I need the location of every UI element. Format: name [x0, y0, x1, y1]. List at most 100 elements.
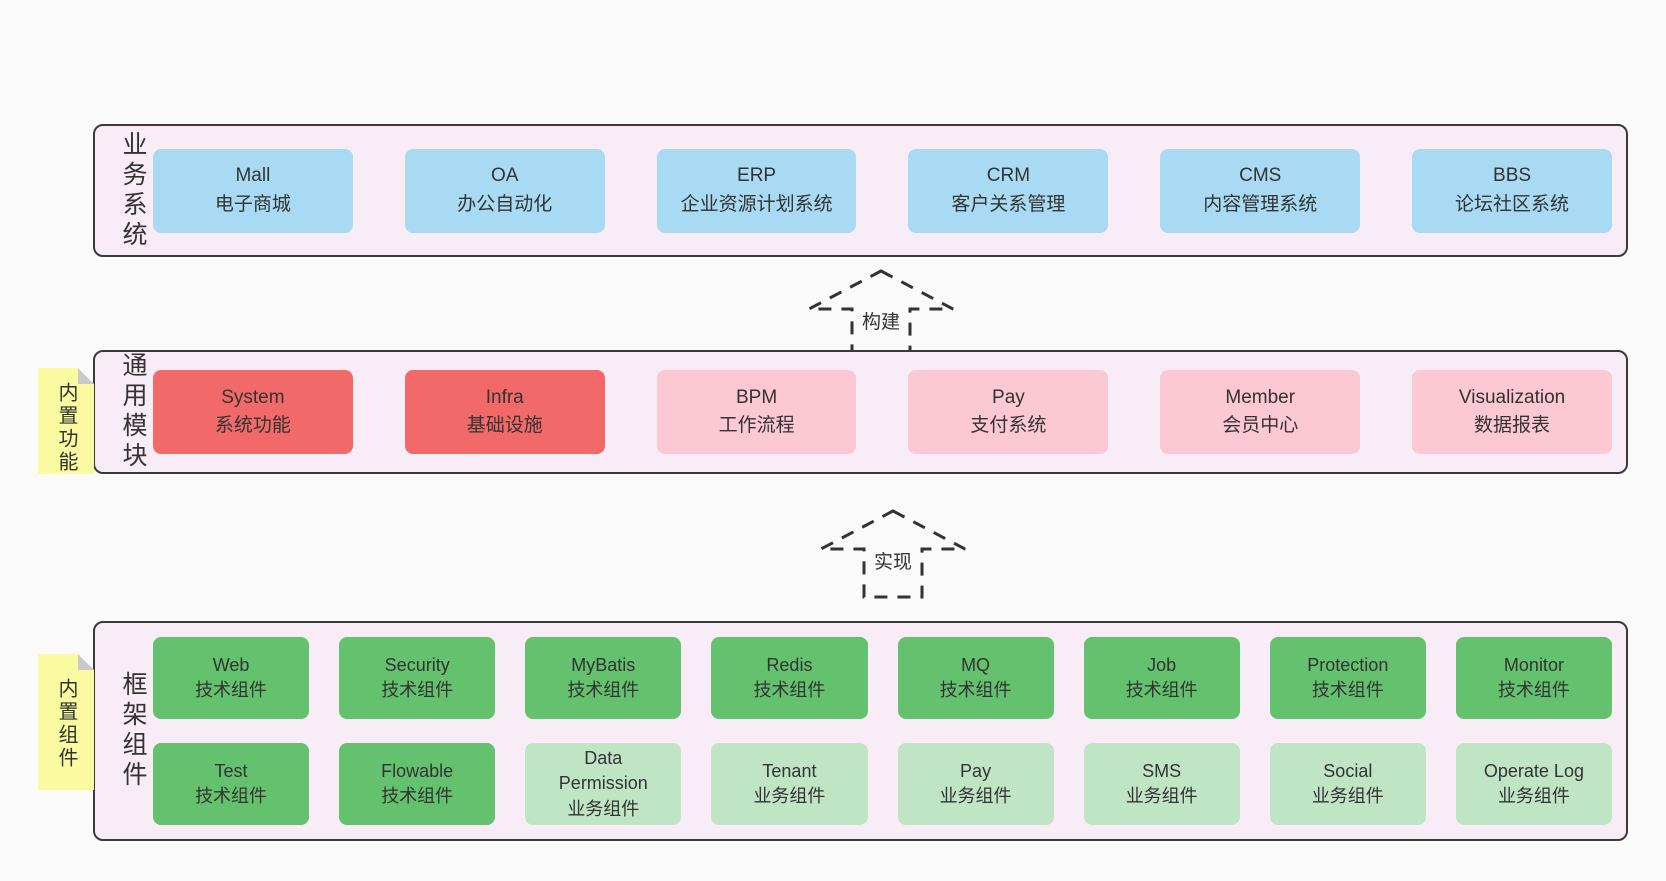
box-subtitle: 技术组件	[381, 680, 454, 700]
box-title: Flowable	[381, 760, 454, 781]
box-infra: Infra 基础设施	[404, 370, 605, 454]
box-job: Job 技术组件	[1083, 637, 1240, 719]
box-subtitle: 技术组件	[753, 680, 826, 700]
box-monitor: Monitor 技术组件	[1455, 637, 1612, 719]
box-bpm: BPM 工作流程	[656, 370, 857, 454]
box-title: Pay	[992, 386, 1025, 408]
box-title: Social	[1323, 760, 1373, 781]
box-erp: ERP 企业资源计划系统	[656, 148, 857, 233]
box-subtitle: 业务组件	[567, 798, 640, 819]
box-title: MQ	[961, 654, 991, 675]
box-title: SMS	[1142, 760, 1182, 781]
box-sms: SMS 业务组件	[1083, 743, 1240, 825]
box-system: System 系统功能	[153, 370, 353, 454]
box-title: Member	[1225, 386, 1296, 408]
box-oa: OA 办公自动化	[404, 148, 605, 233]
box-title: Web	[212, 654, 250, 675]
box-title: Job	[1147, 654, 1177, 675]
box-subtitle: 技术组件	[195, 786, 268, 806]
box-social: Social 业务组件	[1269, 743, 1426, 825]
box-mq: MQ 技术组件	[897, 637, 1054, 719]
box-subtitle: 业务组件	[753, 786, 826, 806]
box-mall: Mall 电子商城	[153, 148, 353, 233]
box-member: Member 会员中心	[1160, 370, 1361, 454]
box-crm: CRM 客户关系管理	[908, 148, 1109, 233]
business-box-row: Mall 电子商城 OA 办公自动化 ERP 企业资源计划系统 CRM 客户关系…	[145, 148, 1626, 233]
note-text: 内置功能	[55, 382, 77, 474]
box-subtitle: 客户关系管理	[951, 193, 1066, 215]
arrow-implement-label: 实现	[869, 546, 917, 575]
box-subtitle: 技术组件	[1125, 680, 1198, 700]
box-subtitle: 业务组件	[939, 786, 1012, 806]
box-title: System	[221, 386, 285, 408]
layer-framework-components: 框架组件 Web 技术组件 Security 技术组件 MyBatis 技术组件…	[93, 621, 1628, 841]
box-pay-module: Pay 支付系统	[908, 370, 1109, 454]
box-title: BPM	[735, 386, 778, 408]
box-pay-component: Pay 业务组件	[897, 743, 1054, 825]
box-security: Security 技术组件	[339, 637, 496, 719]
box-protection: Protection 技术组件	[1269, 637, 1426, 719]
box-title: Infra	[485, 386, 524, 408]
box-subtitle: 技术组件	[195, 680, 268, 700]
layer-common-modules: 通用模块 System 系统功能 Infra 基础设施 BPM 工作流程 Pay…	[93, 350, 1628, 474]
box-title: BBS	[1493, 165, 1532, 186]
note-text: 内置组件	[55, 678, 77, 770]
box-title: Security	[384, 654, 450, 675]
box-subtitle: 业务组件	[1311, 786, 1384, 806]
box-title: CRM	[986, 165, 1031, 186]
box-title: Redis	[766, 654, 813, 675]
box-mybatis: MyBatis 技术组件	[525, 637, 682, 719]
note-builtin-features: 内置功能	[38, 368, 94, 474]
arrow-implement: 实现	[818, 508, 968, 600]
box-title: OA	[491, 165, 519, 186]
box-title: CMS	[1239, 165, 1282, 186]
box-title: Monitor	[1503, 654, 1564, 675]
box-redis: Redis 技术组件	[711, 637, 868, 719]
box-subtitle: 内容管理系统	[1203, 193, 1318, 215]
arrow-build: 构建	[806, 268, 956, 360]
box-subtitle: 支付系统	[970, 415, 1047, 436]
box-subtitle: 技术组件	[1311, 680, 1384, 700]
box-title: ERP	[737, 165, 777, 186]
component-box-grid: Web 技术组件 Security 技术组件 MyBatis 技术组件 Redi…	[145, 637, 1626, 825]
layer-business-label: 业务系统	[119, 130, 147, 251]
box-title: MyBatis	[571, 654, 636, 675]
box-web: Web 技术组件	[153, 637, 310, 719]
box-subtitle: 技术组件	[567, 680, 640, 700]
arrow-build-label: 构建	[857, 306, 905, 335]
box-subtitle: 办公自动化	[457, 193, 553, 215]
box-subtitle: 技术组件	[939, 680, 1012, 700]
layer-business-systems: 业务系统 Mall 电子商城 OA 办公自动化 ERP 企业资源计划系统 CRM…	[93, 124, 1628, 257]
box-title: Test	[214, 760, 248, 781]
box-flowable: Flowable 技术组件	[339, 743, 496, 825]
box-title: Protection	[1307, 654, 1389, 675]
box-title: Tenant	[762, 760, 817, 781]
box-subtitle: 会员中心	[1222, 415, 1299, 436]
layer-modules-label: 通用模块	[119, 352, 147, 472]
box-cms: CMS 内容管理系统	[1160, 148, 1361, 233]
module-box-row: System 系统功能 Infra 基础设施 BPM 工作流程 Pay 支付系统…	[145, 370, 1626, 454]
box-subtitle: 业务组件	[1125, 786, 1198, 806]
note-builtin-components: 内置组件	[38, 654, 94, 790]
box-title: Data Permission	[558, 748, 648, 794]
box-subtitle: 企业资源计划系统	[680, 193, 833, 215]
box-visualization: Visualization 数据报表	[1412, 370, 1612, 454]
box-subtitle: 技术组件	[1497, 680, 1570, 700]
box-subtitle: 工作流程	[718, 415, 795, 436]
box-test: Test 技术组件	[153, 743, 310, 825]
box-title: Pay	[960, 760, 992, 781]
box-title: Operate Log	[1483, 760, 1584, 781]
box-subtitle: 电子商城	[214, 193, 291, 215]
box-subtitle: 技术组件	[381, 786, 454, 806]
box-subtitle: 论坛社区系统	[1455, 193, 1570, 215]
box-data-permission: Data Permission 业务组件	[525, 743, 682, 825]
box-operate-log: Operate Log 业务组件	[1455, 743, 1612, 825]
box-title: Mall	[235, 165, 271, 186]
box-subtitle: 业务组件	[1497, 786, 1570, 806]
box-subtitle: 基础设施	[466, 415, 543, 436]
box-subtitle: 系统功能	[214, 415, 291, 436]
box-bbs: BBS 论坛社区系统	[1412, 148, 1612, 233]
box-subtitle: 数据报表	[1474, 415, 1551, 436]
box-tenant: Tenant 业务组件	[711, 743, 868, 825]
box-title: Visualization	[1458, 386, 1566, 408]
